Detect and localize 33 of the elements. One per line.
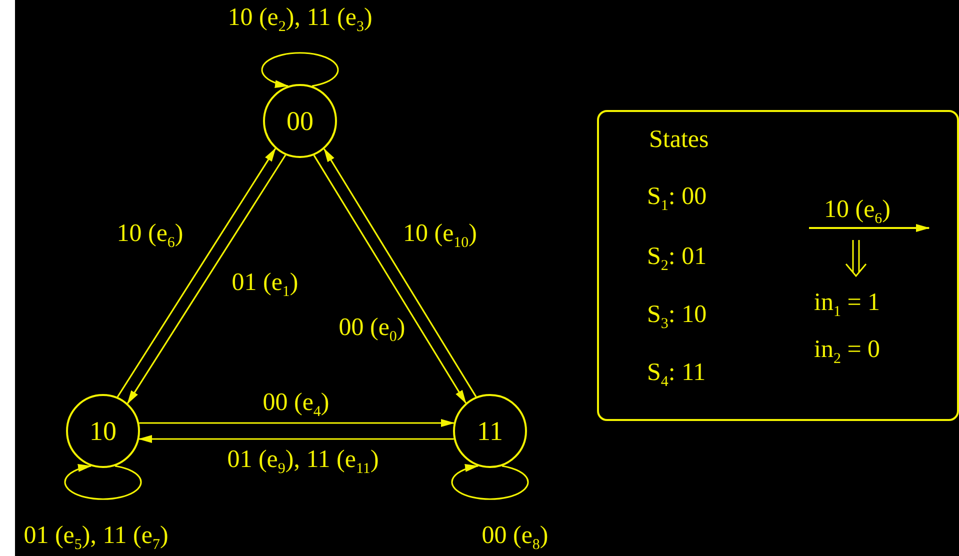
self-loop-arrow [261,52,339,88]
state-label: 10 [90,416,116,446]
edge-label: 01 (e$_{1}$) [232,270,298,300]
edge-label: 10 (e$_{10}$) [403,221,477,251]
legend-panel [597,110,959,421]
transition-arrow [324,148,477,398]
edge-label: 01 (e$_{9}$), 11 (e$_{11}$) [227,447,379,477]
edge-label: 01 (e$_{5}$), 11 (e$_{7}$) [24,523,168,553]
state-circle [263,84,337,158]
edge-label: 10 (e$_{2}$), 11 (e$_{3}$) [228,5,372,35]
input-value: in$_{1}$ = 1 [814,290,880,320]
state-circle [453,394,527,468]
edge-label: 00 (e$_{4}$) [262,390,330,420]
state-circle [66,394,140,468]
edge-label: 10 (e$_{6}$) [116,221,184,251]
transition-arrow [139,419,455,427]
state-label: 11 [477,416,503,446]
state-code: S$_{1}$: 00 [647,184,707,214]
state-label: 00 [286,106,314,136]
input-value: in$_{2}$ = 0 [814,337,880,367]
transition-arrow [126,154,286,404]
transition-arrow [138,435,454,443]
example-label: 10 (e$_{6}$) [824,197,890,227]
state-code: S$_{2}$: 01 [647,244,707,274]
transition-arrow [116,148,276,398]
state-code: S$_{4}$: 11 [647,360,706,390]
transition-arrow [313,154,466,404]
self-loop-arrow [451,464,529,500]
legend-heading: States [649,127,709,152]
state-code: S$_{3}$: 10 [647,302,707,332]
edge-label: 00 (e$_{0}$) [338,315,406,345]
edge-label: 00 (e$_{8}$) [482,523,548,553]
self-loop-arrow [64,464,142,500]
